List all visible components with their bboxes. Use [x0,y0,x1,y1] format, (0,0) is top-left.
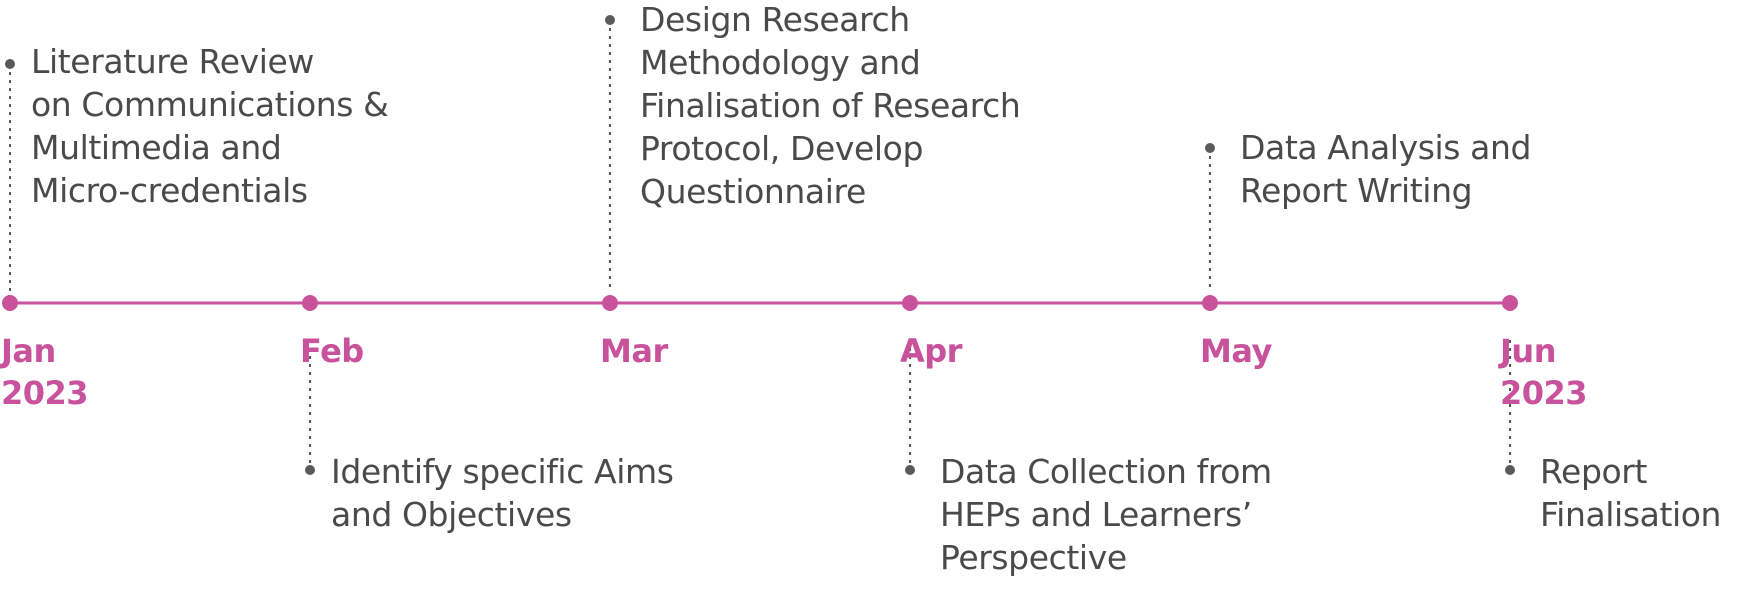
task-label-may: Data Analysis and Report Writing [1240,128,1532,210]
month-label-jan: Jan 2023 [1,332,89,412]
milestone-marker-apr [902,295,918,311]
task-label-mar: Design Research Methodology and Finalisa… [640,0,1021,211]
milestone-marker-jan [2,295,18,311]
month-label-apr: Apr [900,332,962,370]
month-label-mar: Mar [600,332,668,370]
connector-dot-jan [5,59,15,69]
task-label-jun: Report Finalisation [1540,452,1722,534]
milestone-marker-mar [602,295,618,311]
task-label-feb: Identify specific Aims and Objectives [331,452,674,534]
task-label-apr: Data Collection from HEPs and Learners’ … [940,452,1272,577]
milestone-marker-may [1202,295,1218,311]
connector-dot-mar [605,15,615,25]
connector-dot-feb [305,465,315,475]
connector-dot-apr [905,465,915,475]
connector-dot-jun [1505,465,1515,475]
month-label-may: May [1200,332,1272,370]
milestone-marker-feb [302,295,318,311]
connector-dot-may [1205,143,1215,153]
milestone-marker-jun [1502,295,1518,311]
month-label-jun: Jun 2023 [1500,332,1588,412]
task-label-jan: Literature Review on Communications & Mu… [31,42,389,210]
month-label-feb: Feb [300,332,364,370]
